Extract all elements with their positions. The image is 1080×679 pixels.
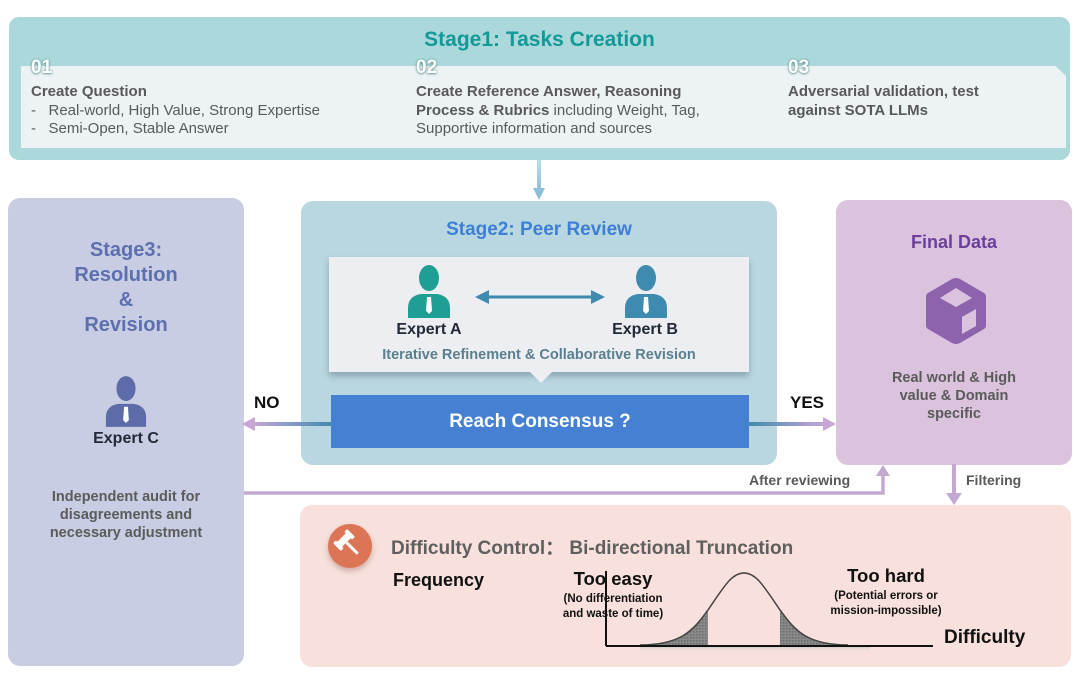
stage3-desc-line: Independent audit for — [51, 489, 201, 505]
bullet-text: Real-world, High Value, Strong Expertise — [48, 102, 321, 119]
final-data-title: Final Data — [910, 232, 998, 252]
reach-consensus-decision: Reach Consensus ? — [331, 395, 749, 448]
stage3-title-line: Revision — [84, 314, 168, 336]
step-01-bullet-1: - Real-world, High Value, Strong Experti… — [31, 102, 321, 119]
step-number-02: 02 — [416, 57, 438, 78]
panel-pointer — [530, 372, 552, 383]
too-hard-title: Too hard — [847, 565, 925, 586]
step-02-line-3: Supportive information and sources — [416, 120, 652, 137]
stage2-title: Stage2: Peer Review — [446, 219, 632, 240]
too-easy-desc-line: and waste of time) — [562, 608, 664, 620]
difficulty-distribution-curve — [605, 571, 933, 653]
stage1-title: Stage1: Tasks Creation — [424, 28, 655, 51]
step-03-line-2: against SOTA LLMs — [788, 101, 928, 120]
final-desc-line: Real world & High — [891, 370, 1017, 386]
too-easy-description: (No differentiation and waste of time) — [528, 592, 698, 622]
step-02-line-2: Process & Rubrics including Weight, Tag, — [416, 101, 700, 120]
expert-c-label: Expert C — [93, 430, 159, 447]
gavel-glyph — [333, 529, 359, 555]
step-03-line-2-text: against SOTA LLMs — [788, 102, 929, 119]
final-data-container: Final Data Real world & High value & Dom… — [836, 200, 1072, 465]
arrow-right-icon — [748, 417, 836, 431]
after-reviewing-connector — [244, 465, 890, 495]
arrow-down-filtering-icon — [946, 464, 962, 505]
step-01-bullet-2: - Semi-Open, Stable Answer — [31, 120, 229, 137]
arrow-down-icon — [533, 160, 545, 200]
final-desc-line: specific — [927, 406, 981, 422]
expert-c-person-icon — [105, 376, 147, 427]
stage3-title-line: Resolution — [74, 264, 178, 286]
too-hard-description: (Potential errors or mission-impossible) — [796, 589, 976, 619]
cube-icon — [926, 278, 986, 344]
peer-review-panel — [329, 257, 749, 372]
after-reviewing-label: After reviewing — [749, 472, 851, 488]
normal-curve — [639, 572, 849, 646]
too-easy-desc-line: (No differentiation — [563, 593, 663, 605]
difficulty-control-container: Difficulty Control： Bi-directional Trunc… — [300, 505, 1071, 667]
stage3-title: Stage3: Resolution & Revision — [8, 238, 244, 338]
step-number-03: 03 — [788, 57, 810, 78]
final-data-description: Real world & High value & Domain specifi… — [856, 369, 1052, 423]
stage1-container: Stage1: Tasks Creation 01 Create Questio… — [9, 17, 1070, 160]
bullet-text: Semi-Open, Stable Answer — [48, 120, 229, 137]
too-hard-desc-line: mission-impossible) — [830, 605, 942, 617]
step-02-line-1: Create Reference Answer, Reasoning — [416, 82, 681, 101]
step-01-title-text: Create Question — [31, 83, 147, 100]
stage3-container: Stage3: Resolution & Revision Expert C I… — [8, 198, 244, 666]
step-03-line-1: Adversarial validation, test — [788, 82, 979, 101]
difficulty-axis-label: Difficulty — [944, 627, 1026, 648]
no-label: NO — [254, 393, 280, 412]
frequency-axis-label: Frequency — [393, 570, 485, 590]
stage3-desc-line: disagreements and — [59, 507, 193, 523]
step-02-line-1-text: Create Reference Answer, Reasoning — [416, 83, 682, 100]
bidirectional-arrow-icon — [475, 290, 605, 304]
stage1-steps-panel — [21, 66, 1066, 148]
expert-b-person-icon — [625, 265, 667, 318]
arrow-left-icon — [242, 417, 332, 431]
step-03-line-1-text: Adversarial validation, test — [788, 83, 979, 100]
too-hard-tail — [780, 610, 848, 645]
gavel-icon — [328, 524, 372, 568]
stage2-container: Stage2: Peer Review Expert A Expert B It… — [301, 201, 777, 465]
expert-b-label: Expert B — [612, 321, 678, 338]
too-easy-title: Too easy — [573, 568, 653, 589]
difficulty-control-title: Difficulty Control： Bi-directional Trunc… — [391, 538, 794, 559]
yes-label: YES — [790, 393, 825, 412]
expert-a-label: Expert A — [396, 321, 462, 338]
step-number-01: 01 — [31, 57, 53, 78]
expert-a-person-icon — [408, 265, 450, 318]
stage3-desc-line: necessary adjustment — [49, 525, 203, 541]
peer-review-description: Iterative Refinement & Collaborative Rev… — [382, 347, 696, 363]
too-easy-tail — [640, 610, 708, 645]
step-02-line-2-rest: including Weight, Tag, — [549, 102, 700, 119]
stage3-title-line: Stage3: — [89, 239, 163, 261]
stage3-description: Independent audit for disagreements and … — [8, 488, 244, 542]
stage3-title-line: & — [118, 289, 134, 311]
final-desc-line: value & Domain — [899, 388, 1009, 404]
too-hard-desc-line: (Potential errors or — [834, 590, 938, 602]
filtering-label: Filtering — [966, 472, 1022, 488]
step-01-title: Create Question — [31, 82, 147, 101]
step-02-line-2-bold: Process & Rubrics — [416, 102, 550, 119]
